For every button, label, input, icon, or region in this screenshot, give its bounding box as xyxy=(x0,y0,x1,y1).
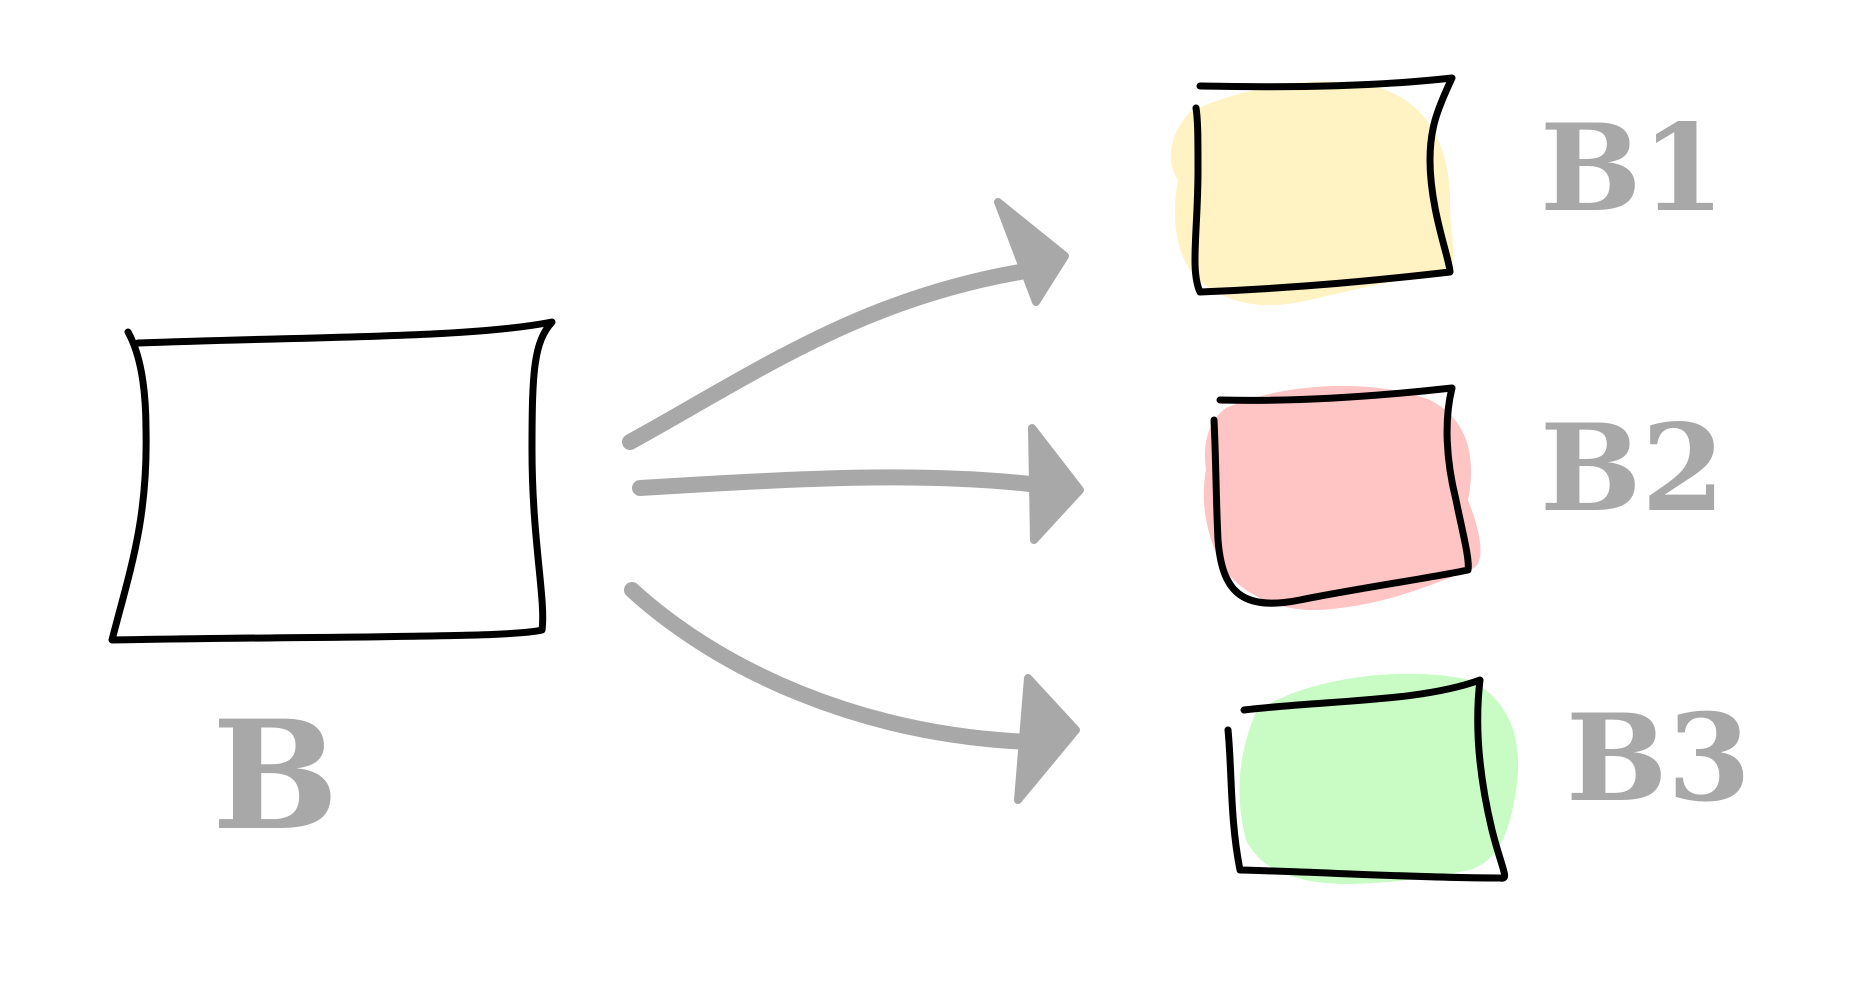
target-outline-b1 xyxy=(1191,74,1456,296)
target-label-b2: B2 xyxy=(1540,398,1725,539)
arrow-head-b3 xyxy=(1014,674,1080,804)
arrow-to-b2 xyxy=(632,424,1084,544)
target-outline-b2 xyxy=(1210,384,1472,607)
target-box-b1 xyxy=(1170,74,1456,306)
target-box-b3 xyxy=(1224,673,1519,884)
arrow-to-b1 xyxy=(622,198,1069,450)
arrow-head-b1 xyxy=(994,198,1069,306)
source-box xyxy=(108,318,556,644)
target-box-b2 xyxy=(1203,384,1481,611)
arrow-head-b2 xyxy=(1028,424,1084,544)
arrow-to-b3 xyxy=(624,582,1080,804)
target-label-b3: B3 xyxy=(1566,688,1751,829)
source-label: B xyxy=(212,688,339,864)
source-box-outline xyxy=(108,318,556,644)
target-outline-b3 xyxy=(1224,676,1509,882)
arrow-shaft-b2 xyxy=(632,469,1038,496)
target-fill-b1 xyxy=(1170,81,1454,306)
target-fill-b2 xyxy=(1203,385,1481,611)
target-fill-b3 xyxy=(1239,673,1519,884)
arrow-shaft-b1 xyxy=(622,264,1028,450)
arrow-shaft-b3 xyxy=(624,582,1038,750)
target-label-b1: B1 xyxy=(1540,98,1725,239)
